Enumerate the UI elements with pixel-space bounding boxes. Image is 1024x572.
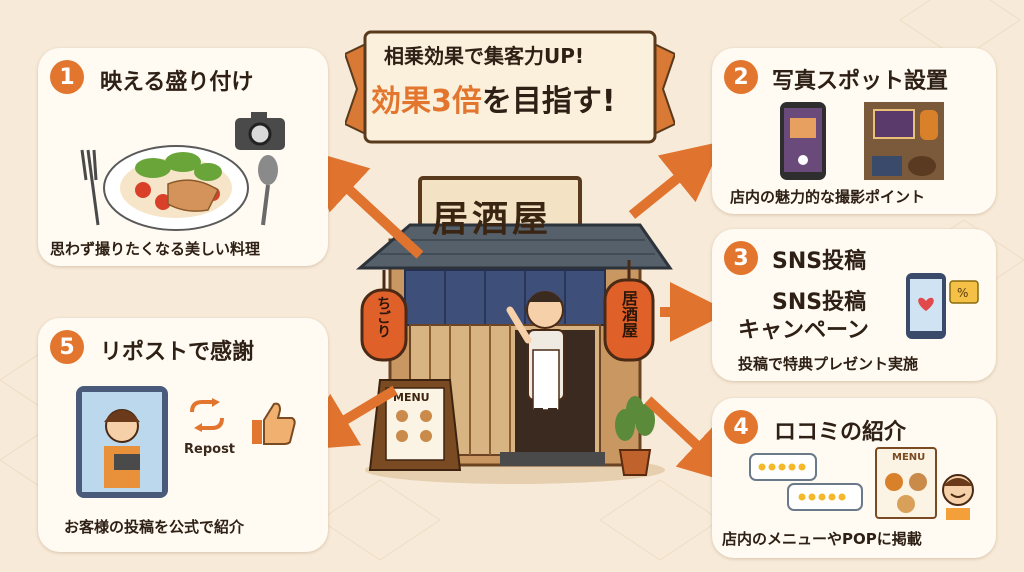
- banner-line-1: 相乗効果で集客力UP!: [384, 44, 585, 68]
- card-1-plating: 1 映える盛り付け 思わず撮りたくなる美しい料理: [38, 48, 328, 266]
- review-bubbles-icon: [749, 453, 863, 511]
- card-1-title: 映える盛り付け: [100, 70, 254, 95]
- card-5-number: 5: [50, 330, 84, 364]
- card-3-number: 3: [724, 241, 758, 275]
- banner-ribbon: [345, 30, 675, 144]
- card-5-repost: 5 リポストで感謝 Repost お客様の投稿を公式で紹介: [38, 318, 328, 552]
- arrow-to-card-2: [628, 141, 724, 219]
- lantern-left-text: ちごり: [375, 296, 391, 338]
- card-2-number: 2: [724, 60, 758, 94]
- card-3-sns-post: 3 SNS投稿 SNS投稿 キャンペーン % 投稿で特典プレゼント実施: [712, 229, 996, 381]
- card-4-title: ロコミの紹介: [774, 420, 907, 445]
- card-3-caption: 投稿で特典プレゼント実施: [738, 355, 919, 373]
- smiling-person-icon: [942, 474, 974, 520]
- banner-rest: を目指す!: [481, 84, 616, 119]
- arrow-to-card-1: [305, 149, 424, 259]
- menu-card-icon: [875, 447, 937, 519]
- card-5-title: リポストで感謝: [100, 340, 255, 365]
- card-3-title: SNS投稿: [772, 249, 867, 274]
- thumbs-up-icon: [252, 402, 296, 445]
- repost-icon: [190, 398, 224, 432]
- arrow-to-card-4: [644, 396, 740, 486]
- card-3-subtitle-2: キャンペーン: [738, 318, 869, 343]
- camera-icon: [235, 112, 285, 150]
- phone-heart-icon: %: [906, 273, 979, 339]
- card-4-menu-label: MENU: [892, 452, 926, 463]
- repost-label: Repost: [184, 442, 236, 457]
- svg-text:%: %: [957, 286, 968, 300]
- card-4-number: 4: [724, 410, 758, 444]
- banner-accent: 効果3倍: [371, 84, 482, 119]
- card-1-caption: 思わず撮りたくなる美しい料理: [50, 240, 261, 258]
- card-2-title: 写真スポット設置: [772, 69, 949, 94]
- card-1-number: 1: [50, 60, 84, 94]
- card-4-caption: 店内のメニューやPOPに掲載: [722, 530, 922, 548]
- salad-plate-icon: [80, 145, 278, 231]
- banner-line-2: 効果3倍を目指す!: [371, 76, 616, 120]
- card-5-caption: お客様の投稿を公式で紹介: [64, 518, 245, 536]
- menu-board-text: MENU: [393, 391, 430, 404]
- card-3-subtitle-1: SNS投稿: [772, 290, 867, 315]
- arrow-to-card-5: [294, 385, 398, 451]
- card-2-caption: 店内の魅力的な撮影ポイント: [730, 188, 926, 206]
- card-4-reviews: 4 ロコミの紹介 MENU 店内のメニューやPOPに掲載: [712, 398, 996, 558]
- shop-sign-text: 居酒屋: [432, 198, 553, 240]
- card-2-photo-spot: 2 写真スポット設置 店内の魅力的な撮影ポイント: [712, 48, 996, 214]
- smartphone-photo-icon: [780, 102, 826, 180]
- lantern-right-text: 居酒屋: [619, 290, 638, 338]
- izakaya-shop-illustration: [355, 176, 673, 484]
- tablet-staff-icon: [76, 386, 168, 498]
- interior-photo-icon: [864, 102, 944, 180]
